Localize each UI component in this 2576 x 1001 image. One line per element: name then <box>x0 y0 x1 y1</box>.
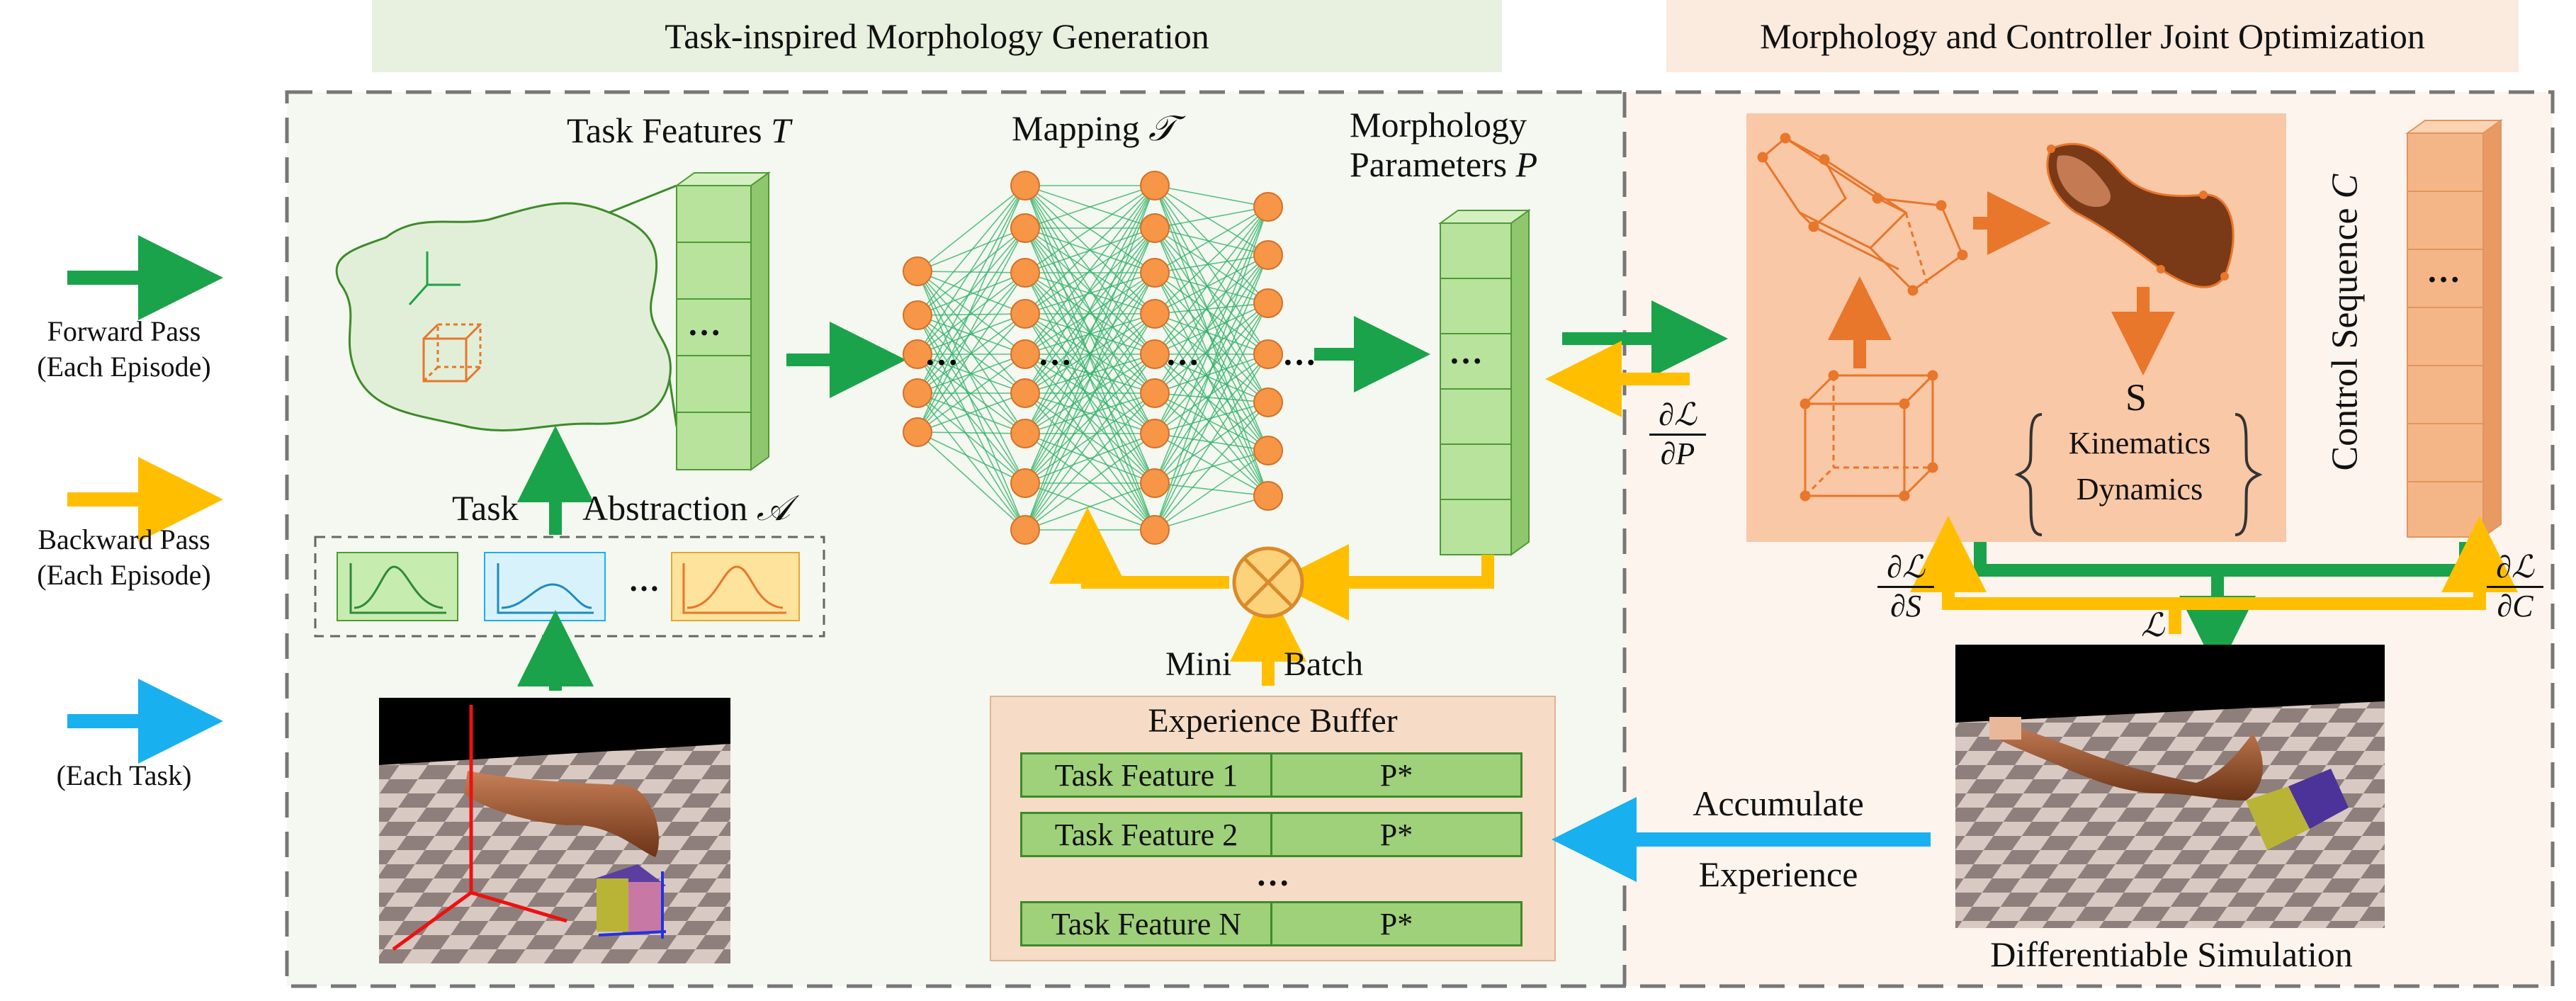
nn-node-3-0 <box>1253 192 1283 222</box>
nn-node-1-3 <box>1010 299 1040 329</box>
nn-node-2-2 <box>1140 258 1170 288</box>
buffer-row-2-key: Task Feature 2 <box>1022 814 1272 855</box>
S-label: S <box>2125 376 2147 419</box>
nn-node-2-5 <box>1140 378 1170 408</box>
nn-node-3-6 <box>1253 481 1283 511</box>
nn-node-1-8 <box>1010 515 1040 545</box>
nn-node-2-4 <box>1140 339 1170 369</box>
nn-node-3-5 <box>1253 436 1283 465</box>
accumulate-label: Accumulate <box>1693 784 1864 823</box>
task-features-label: Task Features T <box>567 111 791 150</box>
task-abstraction-label: Task <box>452 488 519 528</box>
nn-ellipsis-1: … <box>1038 335 1072 373</box>
nn-node-2-1 <box>1140 213 1170 243</box>
abstraction-curve-3 <box>671 552 800 621</box>
nn-ellipsis-0: … <box>925 335 959 373</box>
header-task-inspired: Task-inspired Morphology Generation <box>665 16 1209 56</box>
nn-node-1-5 <box>1010 378 1040 408</box>
cube-icon <box>422 323 482 383</box>
buffer-row-3-key: Task Feature N <box>1022 903 1272 944</box>
arrow-params-to-aggregator <box>1272 544 1494 621</box>
outer-dashed-frame <box>285 90 2555 988</box>
buffer-row-1: Task Feature 1 P* <box>1020 752 1523 798</box>
nn-node-3-3 <box>1253 339 1283 369</box>
task-abstraction-label-2: Abstraction 𝒜 <box>582 488 791 528</box>
legend-task-label: (Each Task) <box>56 759 192 791</box>
nn-ellipsis-2: … <box>1165 335 1199 373</box>
experience-label: Experience <box>1698 854 1858 894</box>
nn-node-3-4 <box>1253 388 1283 417</box>
control-sequence-tensor <box>2405 119 2504 538</box>
nn-node-3-2 <box>1253 288 1283 318</box>
nn-node-2-0 <box>1140 171 1170 200</box>
nn-node-1-2 <box>1010 258 1040 288</box>
solid-morphology-icon <box>2046 142 2235 288</box>
nn-node-1-6 <box>1010 419 1040 448</box>
buffer-row-1-key: Task Feature 1 <box>1022 754 1272 796</box>
right-brace <box>2235 413 2263 536</box>
nn-node-0-4 <box>903 417 932 447</box>
control-sequence-ellipsis: … <box>2427 252 2461 290</box>
nn-node-2-6 <box>1140 419 1170 448</box>
nn-node-1-0 <box>1010 171 1040 200</box>
mapping-network: … … … … <box>903 171 1316 545</box>
buffer-row-2-value: P* <box>1379 817 1413 852</box>
morphology-parameter-tensor <box>1437 209 1532 556</box>
arrow-backward-to-C <box>2175 516 2518 610</box>
task-features-ellipsis: … <box>687 305 721 343</box>
legend-forward-label: Forward Pass(Each Episode) <box>37 315 211 383</box>
differentiable-simulation-image <box>1955 645 2385 928</box>
task-feature-tensor <box>674 171 772 471</box>
left-brace <box>2014 413 2043 536</box>
nn-node-3-1 <box>1253 240 1283 270</box>
mapping-label: Mapping 𝒯 <box>1012 108 1176 148</box>
nn-node-2-3 <box>1140 299 1170 329</box>
dL-dP-label: ∂ℒ ∂P <box>1649 397 1706 473</box>
buffer-row-3: Task Feature N P* <box>1020 901 1523 946</box>
differentiable-simulation-label: Differentiable Simulation <box>1990 934 2353 974</box>
header-band-right <box>1666 0 2519 72</box>
nn-node-0-3 <box>903 378 932 408</box>
kinematics-label: Kinematics <box>2068 426 2211 460</box>
arrow-aggregator-to-network <box>1049 507 1229 589</box>
nn-node-0-0 <box>903 256 932 286</box>
nn-node-2-7 <box>1140 468 1170 498</box>
buffer-row-3-value: P* <box>1379 906 1413 941</box>
morphology-params-ellipsis: … <box>1449 334 1483 371</box>
buffer-row-1-value: P* <box>1379 757 1413 793</box>
batch-label: Batch <box>1284 645 1363 683</box>
wireframe-morphology-icon <box>1757 132 1968 296</box>
nn-node-1-1 <box>1010 213 1040 243</box>
abstraction-curve-1 <box>337 552 458 621</box>
experience-buffer-title: Experience Buffer <box>1148 702 1398 740</box>
loss-label: ℒ <box>2141 607 2165 643</box>
legend-backward-label: Backward Pass(Each Episode) <box>37 524 211 591</box>
buffer-ellipsis: … <box>1255 856 1290 893</box>
nn-node-2-8 <box>1140 515 1170 545</box>
abstraction-curve-2 <box>484 552 606 621</box>
task-blob <box>335 202 672 431</box>
nn-node-1-4 <box>1010 339 1040 369</box>
mini-label: Mini <box>1165 645 1232 683</box>
dL-dS-label: ∂ℒ ∂S <box>1877 549 1934 625</box>
nn-node-0-1 <box>903 300 932 330</box>
dynamics-label: Dynamics <box>2076 472 2203 507</box>
arrow-backward-to-S <box>1910 516 2181 634</box>
control-sequence-label: Control Sequence C <box>2324 174 2366 471</box>
nn-ellipsis-3: … <box>1282 335 1316 373</box>
aggregator-icon <box>1232 546 1304 618</box>
header-band-left <box>372 0 1502 72</box>
nn-node-0-2 <box>903 339 932 369</box>
header-joint-optimization: Morphology and Controller Joint Optimiza… <box>1760 16 2425 56</box>
unit-cube-icon <box>1800 370 1938 502</box>
abstraction-ellipsis: … <box>628 563 660 598</box>
dL-dC-label: ∂ℒ ∂C <box>2487 549 2543 625</box>
buffer-row-2: Task Feature 2 P* <box>1020 812 1523 857</box>
morphology-params-label: Morphology Parameters P <box>1350 105 1538 184</box>
abstraction-box <box>314 536 825 638</box>
task-simulation-image <box>379 698 730 963</box>
nn-node-1-7 <box>1010 468 1040 498</box>
